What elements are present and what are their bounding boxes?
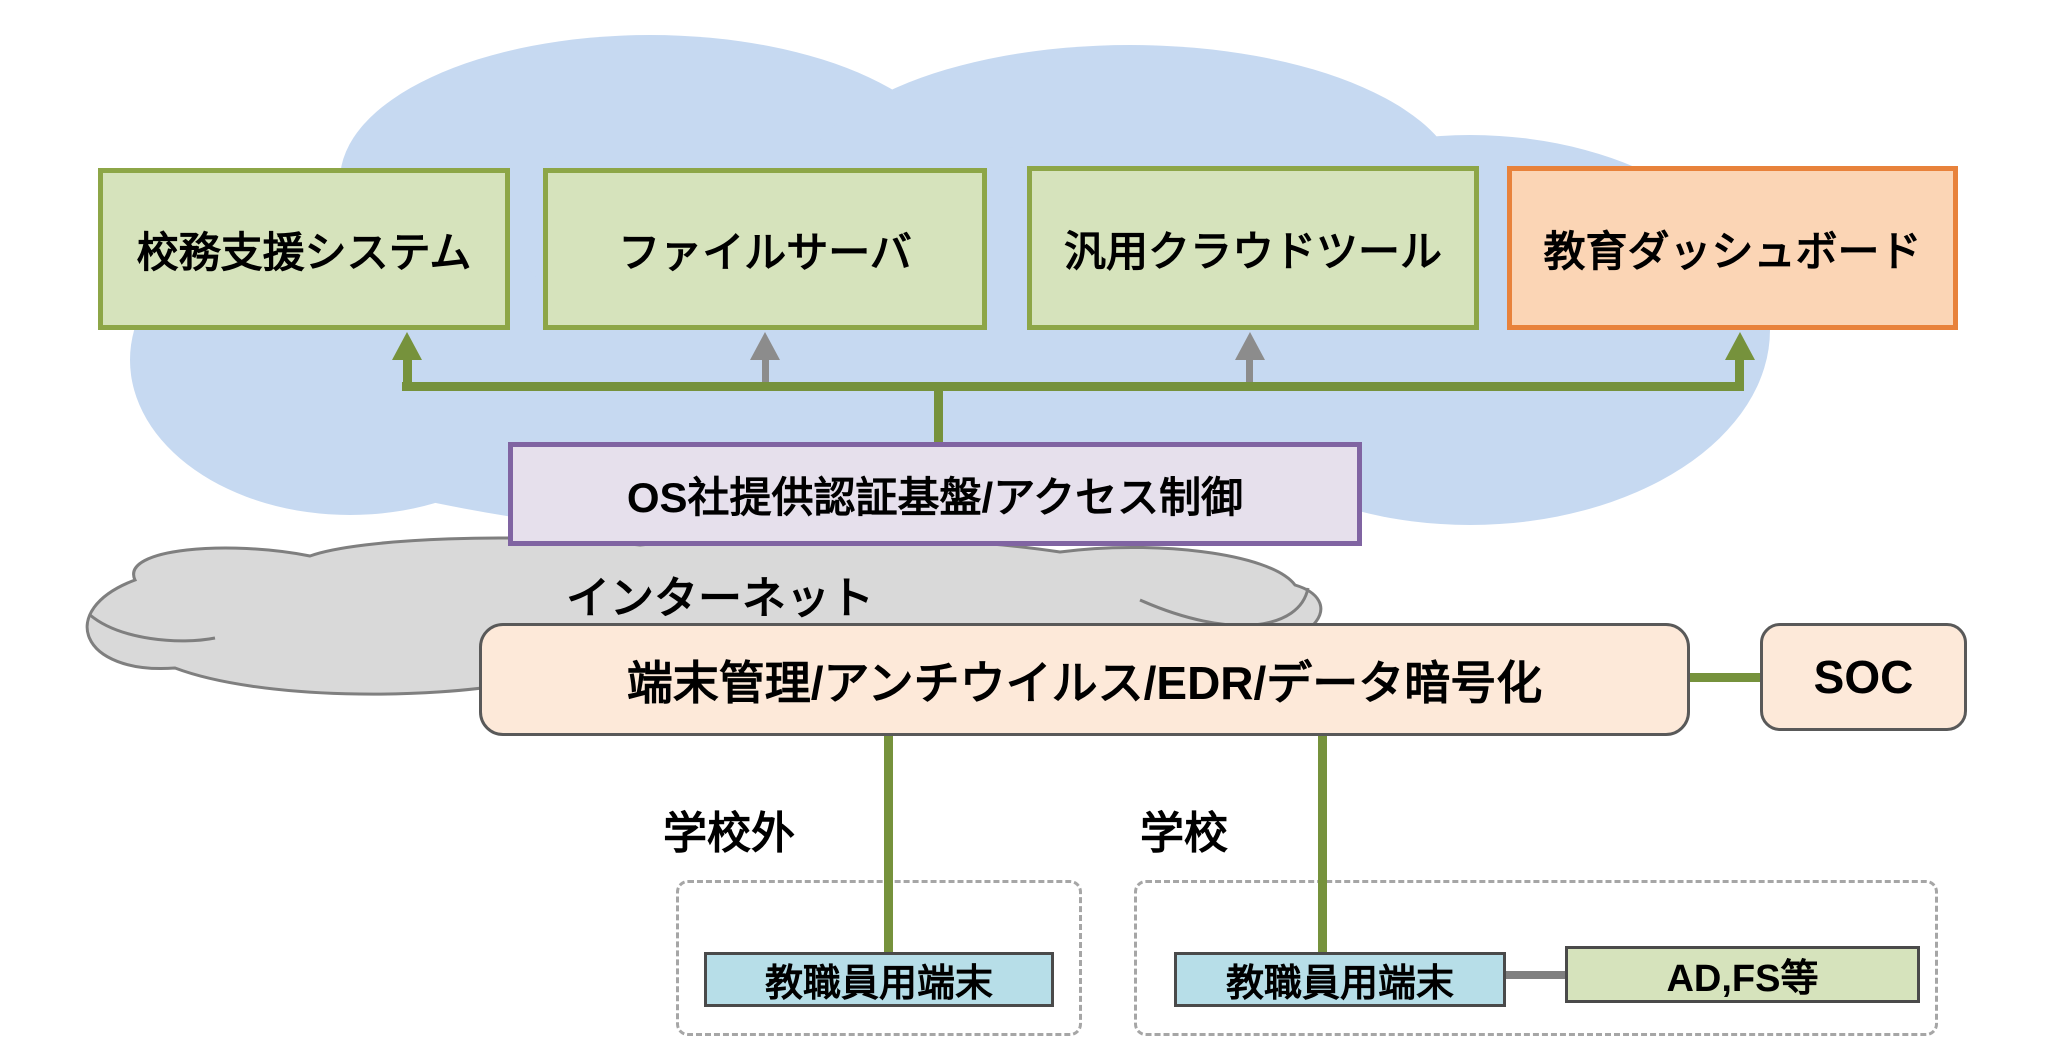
zone-outside-school (676, 880, 1082, 1036)
terminal-box-school-label: 教職員用端末 (1225, 963, 1454, 1005)
adfs-box: AD,FS等 (1565, 946, 1920, 1003)
terminal-box-outside: 教職員用端末 (704, 952, 1054, 1007)
auth-platform-box: OS社提供認証基盤/アクセス制御 (508, 442, 1362, 546)
terminal-box-outside-label: 教職員用端末 (764, 963, 993, 1005)
service-box-cloud-tools-label: 汎用クラウドツール (1063, 227, 1442, 275)
arrow-tail-file-server (762, 352, 769, 384)
soc-box: SOC (1760, 623, 1967, 731)
zone-school-label: 学校 (1140, 809, 1228, 858)
arrow-tail-cloud-tools (1246, 352, 1253, 384)
adfs-label: AD,FS等 (1666, 958, 1819, 1000)
zone-outside-school-label: 学校外 (663, 809, 795, 858)
arrow-up-school-affairs-icon (392, 332, 422, 360)
service-box-file-server: ファイルサーバ (543, 168, 987, 330)
endpoint-management-box: 端末管理/アンチウイルス/EDR/データ暗号化 (479, 623, 1690, 736)
service-box-education-dashboard-label: 教育ダッシュボード (1543, 227, 1922, 275)
arrow-up-dashboard-icon (1725, 332, 1755, 360)
connector-turnup-right (1735, 355, 1744, 391)
service-box-education-dashboard: 教育ダッシュボード (1507, 166, 1958, 330)
service-box-file-server-label: ファイルサーバ (618, 228, 912, 276)
connector-auth-stem (934, 391, 943, 443)
zone-school (1134, 880, 1938, 1036)
soc-label: SOC (1813, 651, 1914, 703)
internet-label: インターネット (566, 574, 874, 623)
service-box-cloud-tools: 汎用クラウドツール (1027, 166, 1479, 330)
connector-terminal-outside (884, 730, 893, 958)
service-box-school-affairs-label: 校務支援システム (136, 228, 472, 276)
terminal-box-school: 教職員用端末 (1174, 952, 1506, 1007)
auth-platform-label: OS社提供認証基盤/アクセス制御 (626, 473, 1244, 521)
arrow-up-cloud-tools-icon (1235, 332, 1265, 360)
connector-turnup-left (403, 355, 412, 391)
service-box-school-affairs: 校務支援システム (98, 168, 510, 330)
connector-trunk-horizontal (402, 382, 1744, 391)
arrow-up-file-server-icon (750, 332, 780, 360)
endpoint-management-label: 端末管理/アンチウイルス/EDR/データ暗号化 (626, 656, 1543, 709)
connector-terminal-adfs (1498, 971, 1572, 979)
connector-soc (1683, 673, 1767, 682)
connector-terminal-school (1318, 730, 1327, 958)
